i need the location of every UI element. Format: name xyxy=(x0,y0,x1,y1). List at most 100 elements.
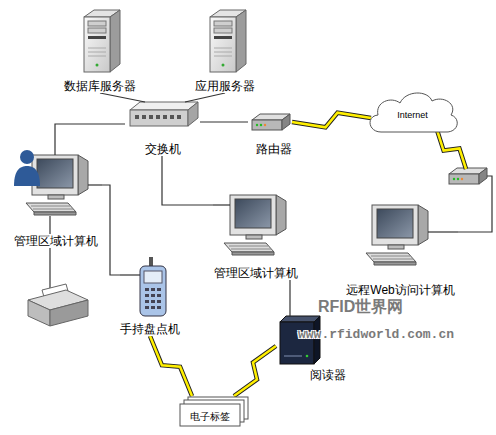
computer-icon xyxy=(224,195,286,255)
reader-node: 阅读器 xyxy=(276,316,346,382)
computer-node: 管理区域计算机 xyxy=(10,148,102,248)
switch-port xyxy=(170,115,174,119)
cable-link xyxy=(102,185,120,275)
wireless-link-outline xyxy=(437,130,466,169)
wireless-link-outline xyxy=(150,336,192,396)
node-label: 应用服务器 xyxy=(195,79,255,93)
network-link xyxy=(200,122,248,123)
handheld-node: 手持盘点机 xyxy=(120,258,180,336)
node-label: 管理区域计算机 xyxy=(14,234,98,248)
wireless-link xyxy=(150,336,192,396)
tag-node: 电子标签 xyxy=(178,396,250,428)
key xyxy=(151,288,155,291)
key xyxy=(151,294,155,297)
switch-side xyxy=(188,102,198,126)
cable-stub xyxy=(54,148,55,155)
key xyxy=(157,288,161,291)
switch-port xyxy=(163,115,167,119)
handheld-keypad xyxy=(145,288,161,309)
database-server-icon xyxy=(84,10,120,72)
router-icon xyxy=(252,114,290,130)
network-link xyxy=(102,185,120,275)
printer-side xyxy=(50,300,88,326)
switch-front xyxy=(130,110,188,126)
reader-led xyxy=(306,355,309,358)
node-label: 阅读器 xyxy=(310,368,346,382)
server-node: 数据库服务器 xyxy=(55,5,145,93)
key xyxy=(151,300,155,303)
cable-link xyxy=(458,176,492,232)
cable-link xyxy=(185,93,225,102)
reader-detail xyxy=(284,356,302,357)
wireless-link-outline xyxy=(234,346,276,396)
user-head xyxy=(20,150,34,164)
computer-node: 管理区域计算机 xyxy=(213,192,299,280)
node-label: 路由器 xyxy=(256,142,292,156)
computer-icon xyxy=(366,205,428,265)
cable-link xyxy=(100,93,145,102)
cable-stub xyxy=(213,204,230,205)
wireless-link xyxy=(437,130,466,169)
node-label: 远程Web访问计算机 xyxy=(346,283,454,297)
switch-port xyxy=(135,115,139,119)
remote-router-icon xyxy=(449,168,487,184)
watermark-title: RFID世界网 xyxy=(318,297,403,318)
key xyxy=(145,300,149,303)
network-link xyxy=(150,336,192,396)
switch-node: 交换机 xyxy=(125,102,200,156)
cable-link xyxy=(289,280,290,316)
key xyxy=(157,300,161,303)
switch-port xyxy=(149,115,153,119)
cable-link xyxy=(162,156,213,205)
printer-front xyxy=(28,300,50,326)
server-node: 应用服务器 xyxy=(180,5,270,93)
handheld-screen xyxy=(144,271,162,283)
switch-port xyxy=(156,115,160,119)
reader-top xyxy=(280,316,320,322)
network-link xyxy=(162,156,213,205)
node-label: 交换机 xyxy=(145,142,181,156)
router-node: 路由器 xyxy=(248,112,300,156)
key xyxy=(157,294,161,297)
cable-stub xyxy=(428,231,458,232)
key xyxy=(151,306,155,309)
user-body xyxy=(14,166,40,186)
printer-cable xyxy=(49,216,50,296)
cloud-outline xyxy=(370,93,457,132)
cable-link xyxy=(55,124,125,148)
switch-port xyxy=(177,115,181,119)
watermark-url: www.rfidworld.com.cn xyxy=(298,327,454,342)
key xyxy=(157,306,161,309)
network-link xyxy=(292,113,371,128)
network-link xyxy=(185,93,225,102)
switch-top xyxy=(130,102,198,110)
node-label: Internet xyxy=(397,110,428,121)
computer-node: 远程Web访问计算机 xyxy=(343,200,458,297)
cloud-node: Internet xyxy=(365,88,460,136)
application-server-icon xyxy=(210,10,246,72)
wireless-link xyxy=(234,346,276,396)
switch-port xyxy=(142,115,146,119)
node-label: 电子标签 xyxy=(190,411,230,422)
cable-stub xyxy=(120,274,140,275)
wireless-link xyxy=(292,113,371,128)
node-label: 管理区域计算机 xyxy=(214,266,298,280)
key xyxy=(145,288,149,291)
network-link xyxy=(290,280,291,316)
cable-stub xyxy=(88,184,102,185)
tag-card xyxy=(180,404,240,426)
network-link xyxy=(100,93,145,102)
node-label: 数据库服务器 xyxy=(64,79,136,93)
network-link xyxy=(437,130,492,232)
network-link xyxy=(55,124,125,148)
node-label: 手持盘点机 xyxy=(120,322,180,336)
key xyxy=(145,306,149,309)
network-link xyxy=(234,346,276,396)
cable-link xyxy=(200,121,248,122)
key xyxy=(145,294,149,297)
